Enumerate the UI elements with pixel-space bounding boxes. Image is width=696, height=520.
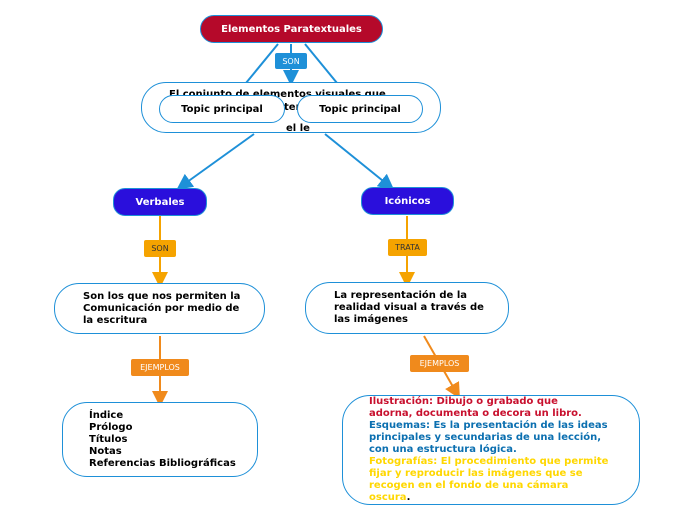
iconicos-node[interactable]: Icónicos <box>361 187 454 215</box>
topic-principal-2[interactable]: Topic principal <box>297 95 423 123</box>
example-item: Prólogo <box>89 421 133 433</box>
ejemplos-link-label: EJEMPLOS <box>131 359 189 376</box>
definition-fragment: ter <box>284 102 301 113</box>
verbales-examples-node[interactable]: Índice Prólogo Títulos Notas Referencias… <box>62 402 258 477</box>
example-fotografias: Fotografías: El procedimiento que permit… <box>369 456 609 503</box>
trata-link-label: TRATA <box>388 239 427 256</box>
definition-line1: El conjunto de elementos visuales que <box>169 89 386 100</box>
definition-fragment: el le <box>286 123 310 134</box>
verbales-node[interactable]: Verbales <box>113 188 207 216</box>
connector <box>176 133 255 190</box>
iconicos-examples-node[interactable]: Ilustración: Dibujo o grabado que adorna… <box>342 395 640 505</box>
example-item: Notas <box>89 445 122 457</box>
verbales-desc-node[interactable]: Son los que nos permiten la Comunicación… <box>54 283 265 334</box>
ejemplos-link-label: EJEMPLOS <box>410 355 469 372</box>
example-item: Títulos <box>89 433 128 445</box>
iconicos-desc-node[interactable]: La representación de la realidad visual … <box>305 282 509 334</box>
topic-principal-1[interactable]: Topic principal <box>159 95 285 123</box>
son-link-label: SON <box>144 240 176 257</box>
example-item: Índice <box>89 409 124 421</box>
connector <box>245 43 279 84</box>
example-item: Referencias Bibliográficas <box>89 457 236 469</box>
end-period: . <box>406 492 411 503</box>
son-link-label: SON <box>275 53 307 69</box>
example-ilustracion: Ilustración: Dibujo o grabado que adorna… <box>369 396 582 419</box>
root-node[interactable]: Elementos Paratextuales <box>200 15 383 43</box>
connector <box>324 133 395 191</box>
example-esquemas: Esquemas: Es la presentación de las idea… <box>369 420 608 455</box>
connector <box>304 43 338 84</box>
